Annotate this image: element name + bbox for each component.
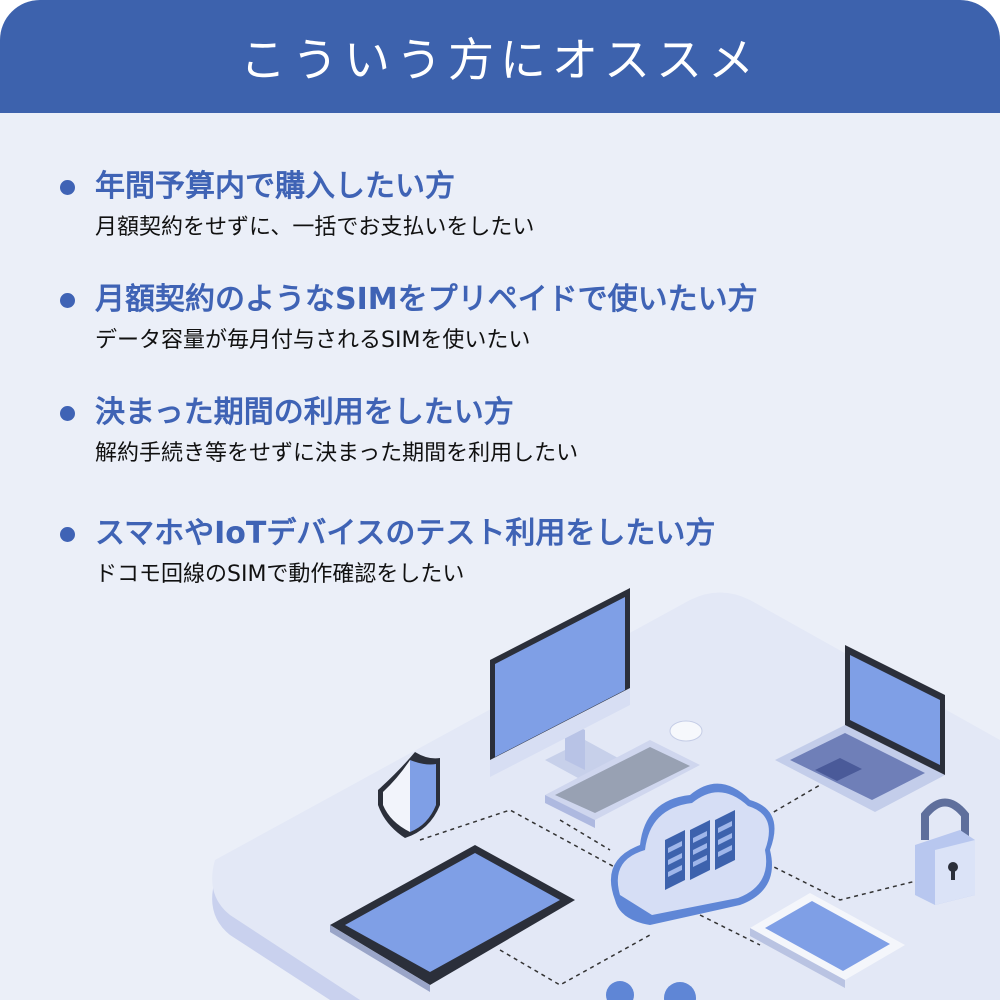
tablet-icon <box>330 845 575 992</box>
keyboard-icon <box>545 740 700 828</box>
item-description: 月額契約をせずに、一括でお支払いをしたい <box>95 215 535 240</box>
recommendation-item: 決まった期間の利用をしたい方 解約手続き等をせずに決まった期間を利用したい <box>60 393 578 469</box>
item-description: 解約手続き等をせずに決まった期間を利用したい <box>95 441 579 466</box>
item-title: 年間予算内で購入したい方 <box>95 169 455 204</box>
monitor-icon <box>490 588 640 790</box>
padlock-icon <box>915 798 975 905</box>
mouse-icon <box>669 720 703 742</box>
item-title: 決まった期間の利用をしたい方 <box>95 395 514 430</box>
cloud-server-icon <box>610 783 775 925</box>
shield-icon <box>378 752 440 838</box>
bullet-icon <box>60 405 75 421</box>
gear-icon <box>606 981 696 1000</box>
recommendation-item: スマホやIoTデバイスのテスト利用をしたい方 ドコモ回線のSIMで動作確認をした… <box>60 514 715 590</box>
recommendation-item: 年間予算内で購入したい方 月額契約をせずに、一括でお支払いをしたい <box>60 167 534 243</box>
bullet-icon <box>60 292 75 308</box>
item-title: 月額契約のようなSIMをプリペイドで使いたい方 <box>95 282 758 317</box>
item-title: スマホやIoTデバイスのテスト利用をしたい方 <box>95 516 716 551</box>
smartphone-icon <box>750 893 905 988</box>
laptop-icon <box>775 645 945 812</box>
recommendation-item: 月額契約のようなSIMをプリペイドで使いたい方 データ容量が毎月付与されるSIM… <box>60 280 758 356</box>
item-description: データ容量が毎月付与されるSIMを使いたい <box>95 328 531 353</box>
header-banner: こういう方にオススメ <box>0 0 1000 113</box>
item-description: ドコモ回線のSIMで動作確認をしたい <box>95 562 465 587</box>
bullet-icon <box>60 526 75 542</box>
page-title: こういう方にオススメ <box>240 32 760 87</box>
bullet-icon <box>60 179 75 195</box>
